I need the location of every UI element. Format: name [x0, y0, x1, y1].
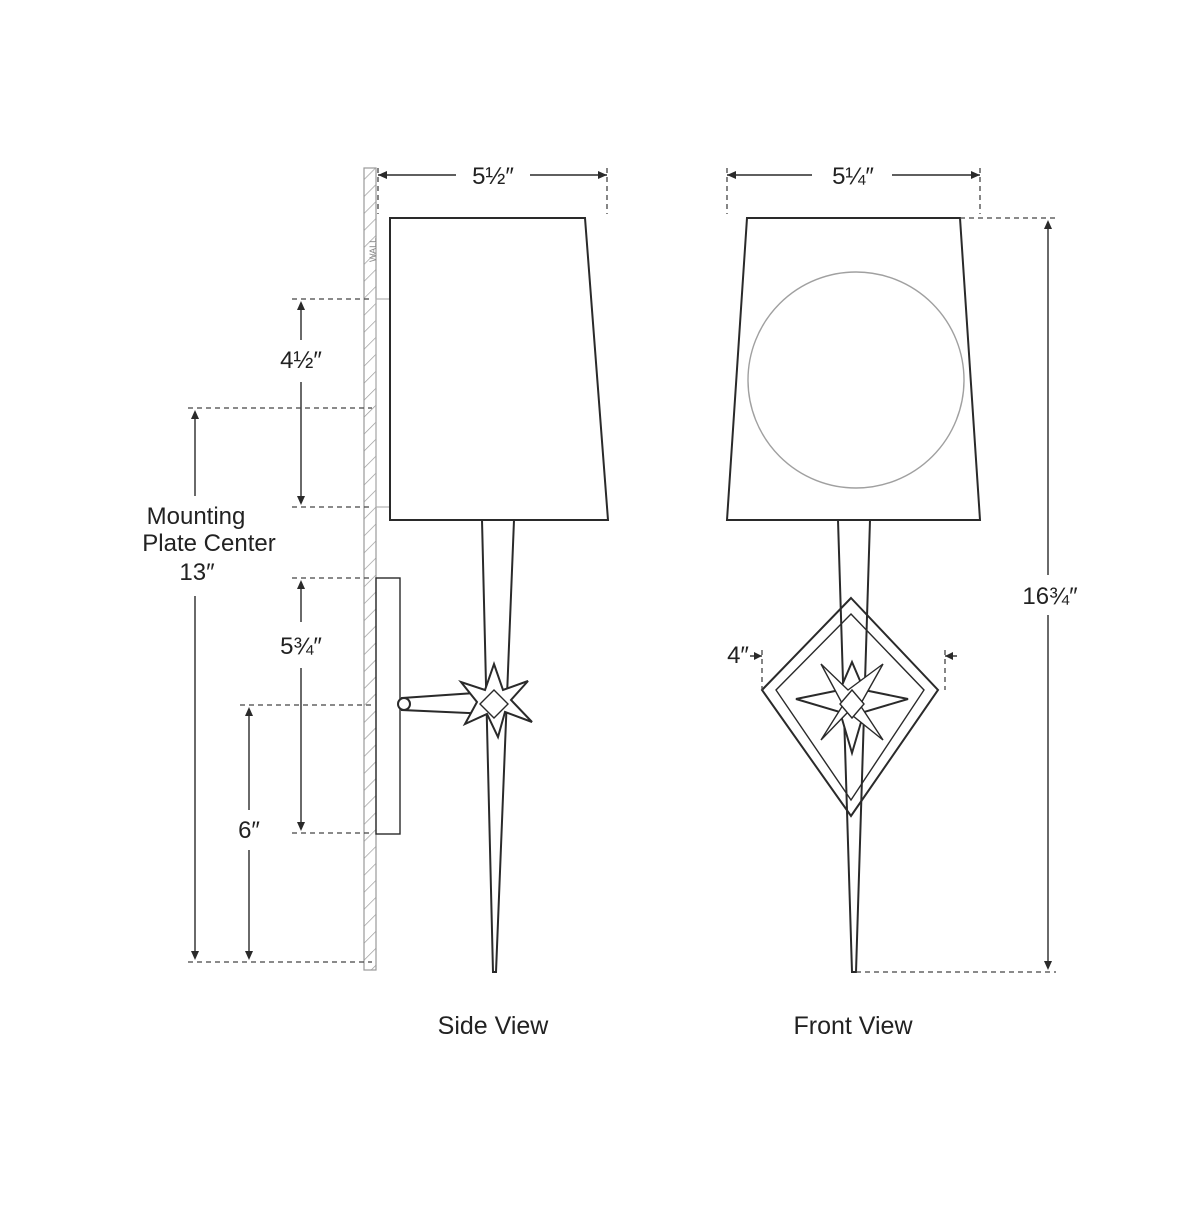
front-bulb — [747, 271, 965, 489]
wall-label: WALL — [368, 238, 378, 262]
front-shade — [725, 217, 982, 521]
arm-knob — [397, 697, 411, 711]
front-view-caption: Front View — [793, 1012, 913, 1040]
side-view-caption: Side View — [438, 1012, 550, 1040]
front-diamond-outer — [760, 596, 940, 818]
side-stem — [480, 519, 516, 973]
mounting-label-line2: Plate Center — [142, 530, 275, 557]
side-star-core — [479, 689, 509, 719]
overall-height-label: 16¾″ — [1022, 583, 1078, 610]
front-view: 5¼″ 16¾″ 4″ Front View — [725, 163, 1078, 1040]
front-depth-label: 4″ — [727, 642, 749, 669]
backplate-top-label: 4½″ — [280, 347, 322, 374]
backplate-bottom-label: 5¾″ — [280, 633, 322, 660]
arm-height-label: 6″ — [238, 817, 260, 844]
side-shade — [389, 217, 610, 521]
front-width-label: 5¼″ — [832, 163, 874, 190]
mounting-label-line3: 13″ — [179, 559, 215, 586]
front-star-core — [839, 688, 865, 720]
mounting-label-line1: Mounting — [147, 503, 246, 530]
front-diamond-inner — [775, 612, 925, 802]
lower-backplate — [375, 577, 401, 835]
side-width-label: 5½″ — [472, 163, 514, 190]
side-view: WALL 5½″ 4½″ — [142, 163, 610, 1040]
wall — [363, 167, 377, 971]
